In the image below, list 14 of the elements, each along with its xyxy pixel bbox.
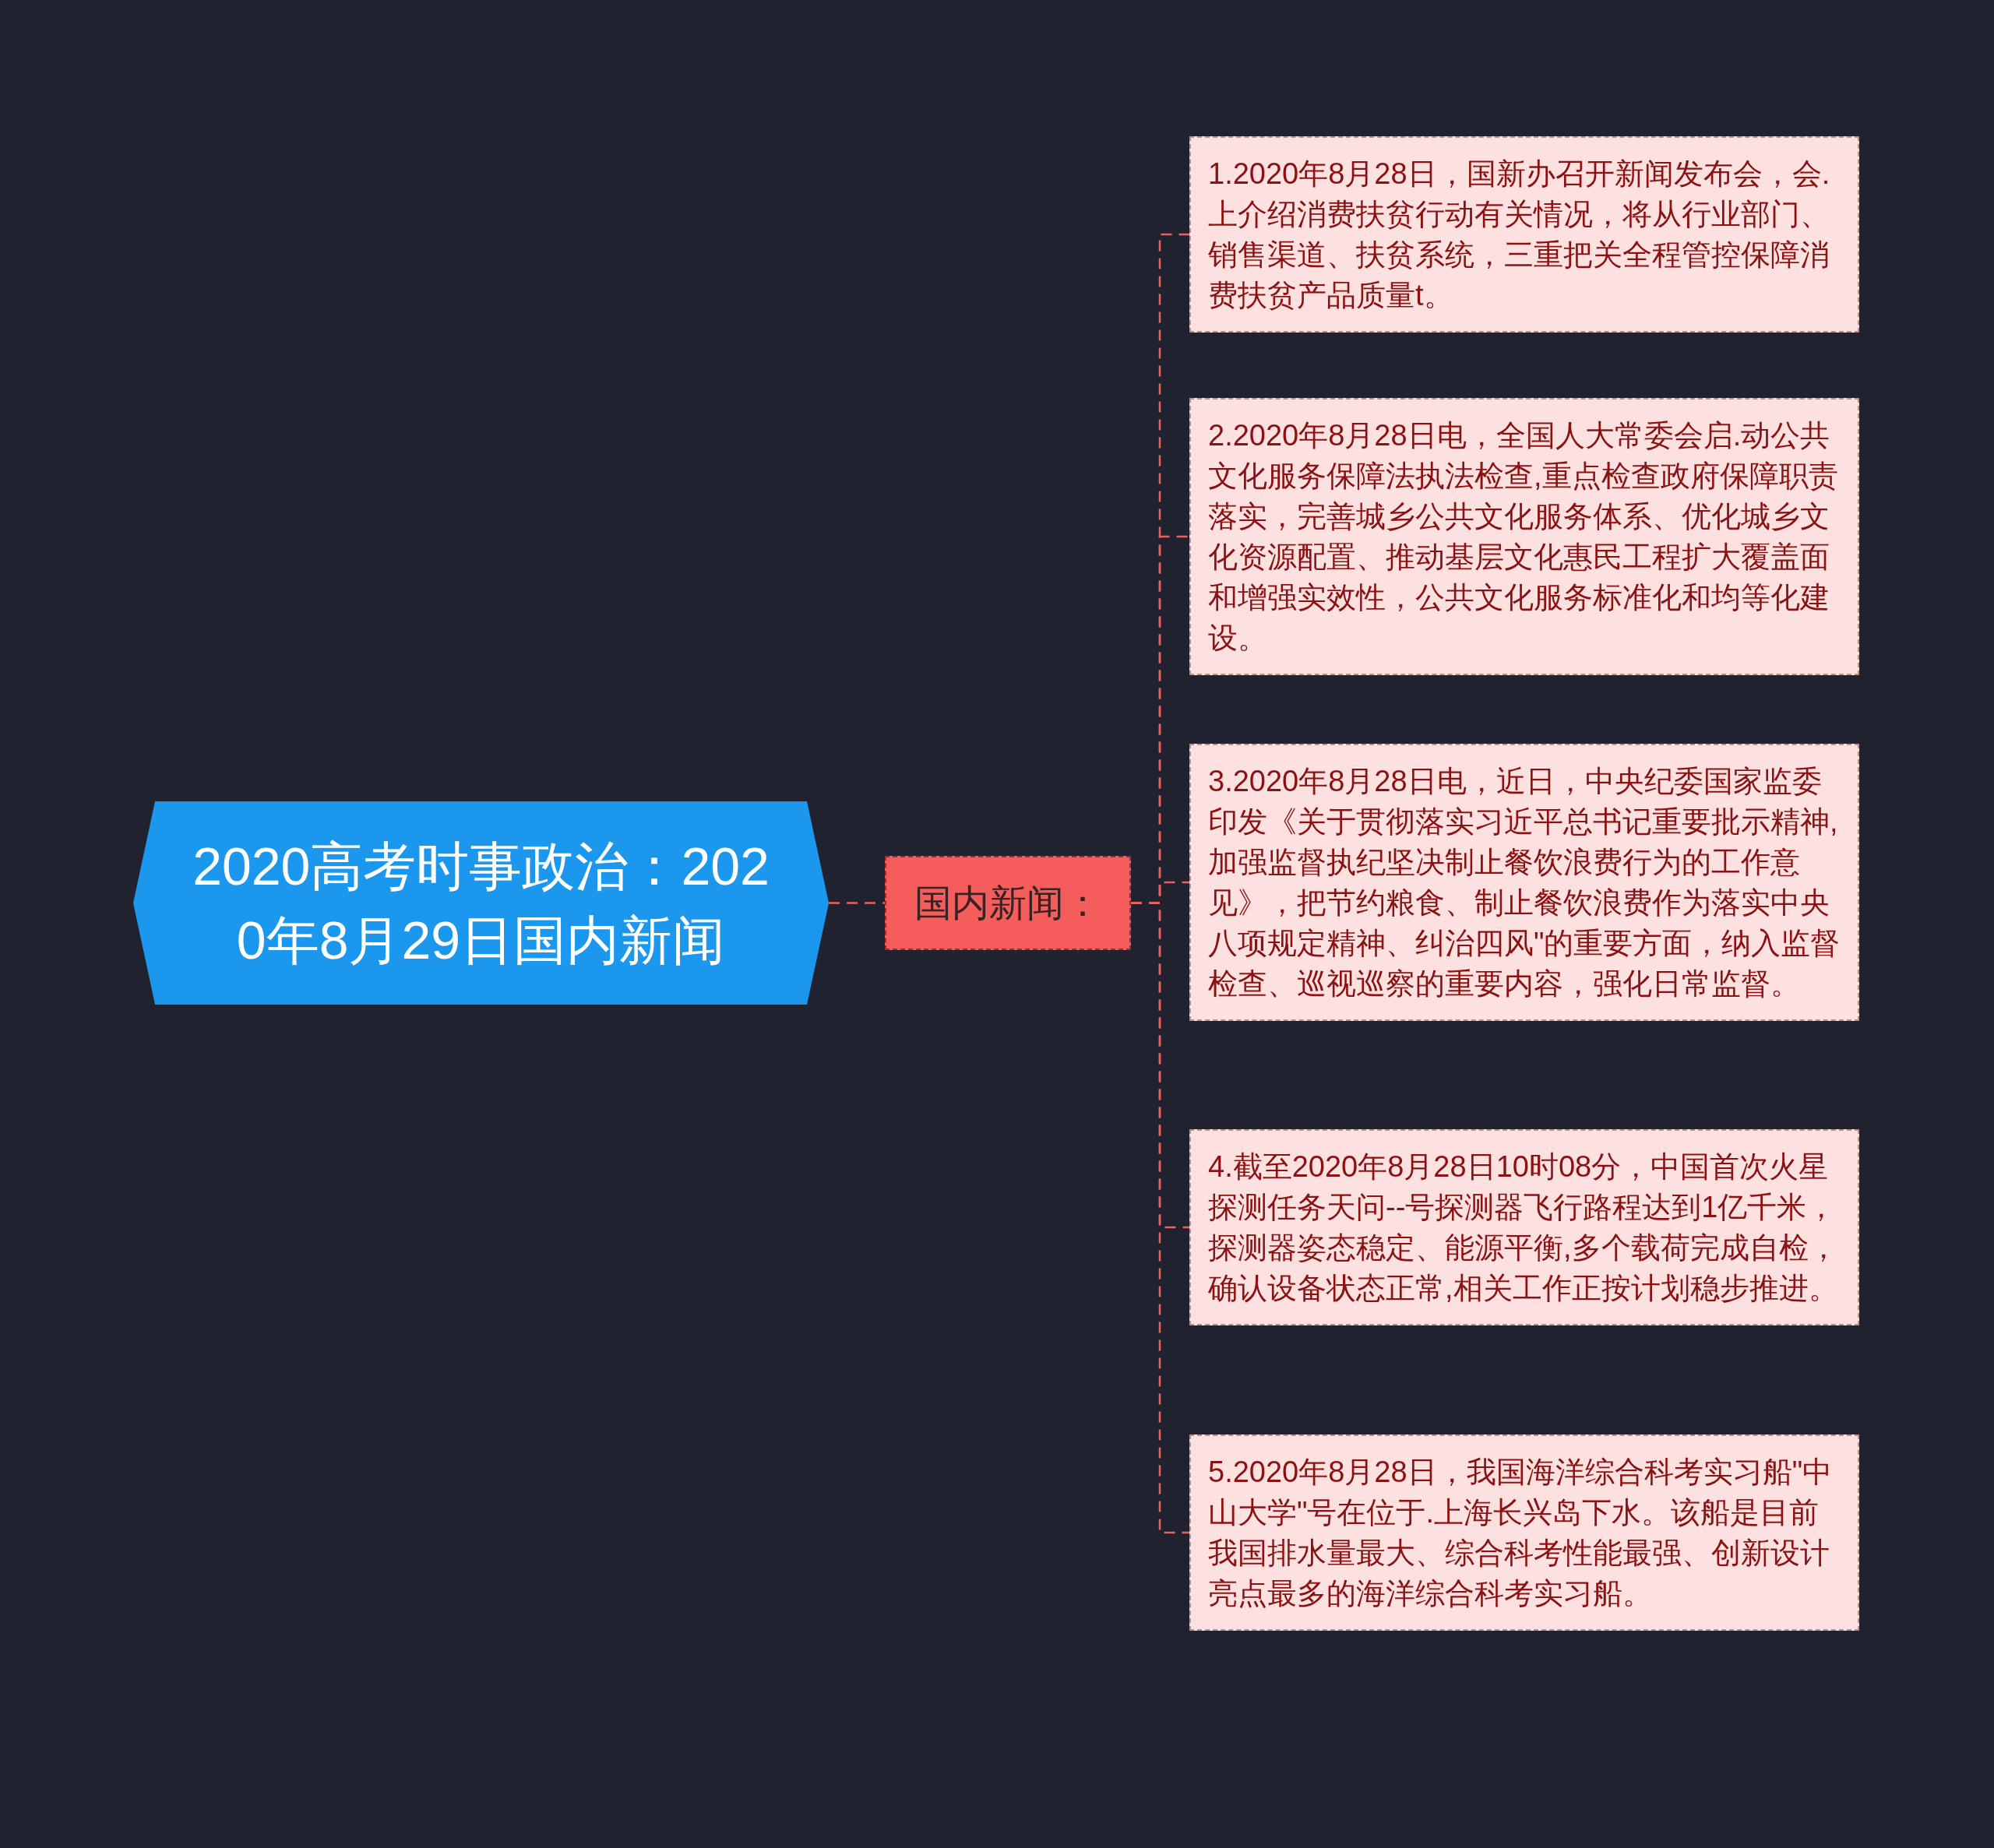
- news-text: 4.截至2020年8月28日10时08分，中国首次火星探测任务天问--号探测器飞行路程达到1亿千米，探测器姿态稳定、能源平衡,多个载荷完成自检，确认设备状态正常,相关工作正按计划稳步推进。: [1208, 1149, 1839, 1306]
- news-card: [1189, 398, 1859, 675]
- news-text: 3.2020年8月28日电，近日，中央纪委国家监委印发《关于贯彻落实习近平总书记重要批示精神,加强监督执纪坚决制止餐饮浪费行为的工作意见》，把节约粮食、制止餐饮浪费作为落实中央八项规定精神、纠治四风"的重要方面，纳入监督检查、巡视巡察的重要内容，强化日常监督。: [1208, 764, 1841, 1001]
- category-label: 国内新闻：: [914, 881, 1101, 925]
- news-text: 2.2020年8月28日电，全国人大常委会启.动公共文化服务保障法执法检查,重点检查政府保障职责落实，完善城乡公共文化服务体系、优化城乡文化资源配置、推动基层文化惠民工程扩大覆盖面和增强实效性，公共文化服务标准化和均等化建设。: [1208, 418, 1839, 656]
- connector-line: [829, 902, 885, 904]
- news-card: [1189, 1434, 1859, 1631]
- category-box: [885, 856, 1131, 950]
- topic-title: 2020高考时事政治：2020年8月29日国内新闻: [192, 835, 770, 971]
- news-card: [1189, 1129, 1859, 1325]
- news-text: 1.2020年8月28日，国新办召开新闻发布会，会.上介绍消费扶贫行动有关情况，将从行业部门、销售渠道、扶贫系统，三重把关全程管控保障消费扶贫产品质量t。: [1208, 157, 1831, 313]
- news-text: 5.2020年8月28日，我国海洋综合科考实习船"中山大学"号在位于.上海长兴岛下水。该船是目前我国排水量最大、综合科考性能最强、创新设计亮点最多的海洋综合科考实习船。: [1208, 1455, 1834, 1611]
- news-card: [1189, 744, 1859, 1021]
- news-card: [1189, 136, 1859, 333]
